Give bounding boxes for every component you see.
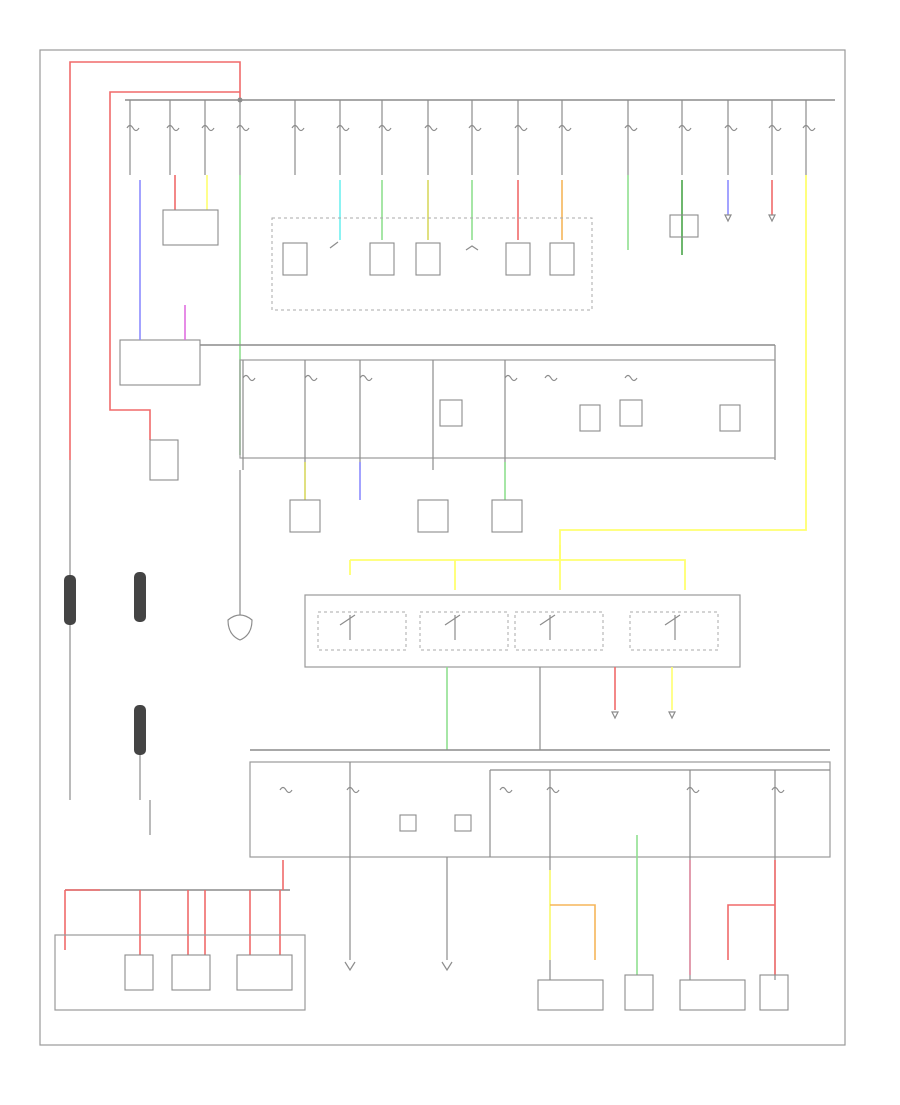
- fuse-icon: [468, 124, 482, 132]
- top-components: [282, 241, 575, 276]
- wire-red: [727, 904, 775, 960]
- fuse-icon: [504, 374, 518, 382]
- component-box: [549, 242, 575, 276]
- switch-icon: [339, 614, 356, 640]
- component-box: [491, 499, 523, 533]
- component-box: [369, 242, 395, 276]
- component-box: [679, 979, 746, 1011]
- diagram-frame: [39, 49, 846, 1046]
- fuse-icon: [126, 124, 140, 132]
- fuse-icon: [242, 374, 256, 382]
- component-box: [282, 242, 308, 276]
- ground-icon: [668, 711, 676, 720]
- instrument-cluster-enclosure: [271, 217, 593, 311]
- component-box: [124, 954, 154, 991]
- lower-fuse-panel: [249, 761, 831, 858]
- relay-icon: [719, 404, 741, 432]
- fuse-icon: [514, 124, 528, 132]
- fusible-link-icon: [64, 575, 76, 625]
- contact-group: [514, 611, 604, 651]
- contact-group: [419, 611, 509, 651]
- diode-icon: [465, 245, 479, 251]
- fusible-link-icon: [134, 572, 146, 622]
- battery-feed-wire-red: [69, 61, 241, 460]
- connector-icon: [441, 961, 453, 972]
- fuse-icon: [558, 124, 572, 132]
- battery-junction-box: [54, 934, 306, 1011]
- switch-icon: [539, 614, 556, 640]
- fuse-icon-row-top: [126, 124, 816, 132]
- component-box: [289, 499, 321, 533]
- lower-fuse-drops: [279, 762, 785, 980]
- ground-icon: [724, 214, 732, 223]
- wire-yellow-ignition: [349, 545, 686, 590]
- lower-loads: [344, 961, 789, 1011]
- fuse-icon: [499, 786, 513, 794]
- contact-group: [317, 611, 407, 651]
- fuse-icon: [802, 124, 816, 132]
- wire-yellow-long: [559, 175, 807, 560]
- wire-orange: [550, 904, 596, 960]
- switch-icon: [329, 241, 339, 249]
- fuse-icon: [771, 786, 785, 794]
- middle-fuse-drops: [242, 360, 638, 470]
- component-box: [417, 499, 449, 533]
- relay-icon: [619, 399, 643, 427]
- fuse-icon: [768, 124, 782, 132]
- component-box: [149, 439, 179, 481]
- fuse-icon: [546, 786, 560, 794]
- component-box: [624, 974, 654, 1011]
- component-box: [759, 974, 789, 1011]
- component-box: [505, 242, 531, 276]
- fuse-icon: [724, 124, 738, 132]
- wire-red: [64, 889, 100, 950]
- relay-icon: [399, 814, 417, 832]
- fuse-icon: [291, 124, 305, 132]
- contact-group: [629, 611, 719, 651]
- fuse-icon: [678, 124, 692, 132]
- component-box: [415, 242, 441, 276]
- fuse-icon: [304, 374, 318, 382]
- component-box: [171, 954, 211, 991]
- interior-fuse-panel: [239, 359, 776, 459]
- connector-icon: [344, 961, 356, 972]
- wire-red: [109, 400, 151, 440]
- ignition-switch: [304, 594, 741, 668]
- ground-icon: [768, 214, 776, 223]
- relay-icon: [579, 404, 601, 432]
- fuse-icon: [686, 786, 700, 794]
- fuse-icon: [624, 374, 638, 382]
- fuse-icon: [346, 786, 360, 794]
- smart-junction-box: [119, 339, 201, 386]
- control-module: [162, 209, 219, 246]
- fuse-icon: [544, 374, 558, 382]
- ground-icon: [611, 711, 619, 720]
- middle-loads: [149, 439, 523, 533]
- relay-icon: [454, 814, 472, 832]
- fuse-icon: [378, 124, 392, 132]
- fuse-icon: [359, 374, 373, 382]
- fuse-icon: [279, 786, 293, 794]
- relay-icon: [439, 399, 463, 427]
- fuse-icon: [201, 124, 215, 132]
- switch-icon: [664, 614, 681, 640]
- component-box: [537, 979, 604, 1011]
- connector-icon: [227, 614, 253, 641]
- component-box: [236, 954, 293, 991]
- relay-icon: [669, 214, 699, 238]
- ignition-switch-contacts: [317, 611, 719, 651]
- fusible-link-icon: [134, 705, 146, 755]
- top-fuse-drops: [129, 100, 807, 175]
- fuse-icon: [236, 124, 250, 132]
- switch-icon: [444, 614, 461, 640]
- fuse-icon: [424, 124, 438, 132]
- fuse-icon: [624, 124, 638, 132]
- fuse-icon: [166, 124, 180, 132]
- fuse-icon: [336, 124, 350, 132]
- battery-feed-wire-red-2: [109, 91, 240, 400]
